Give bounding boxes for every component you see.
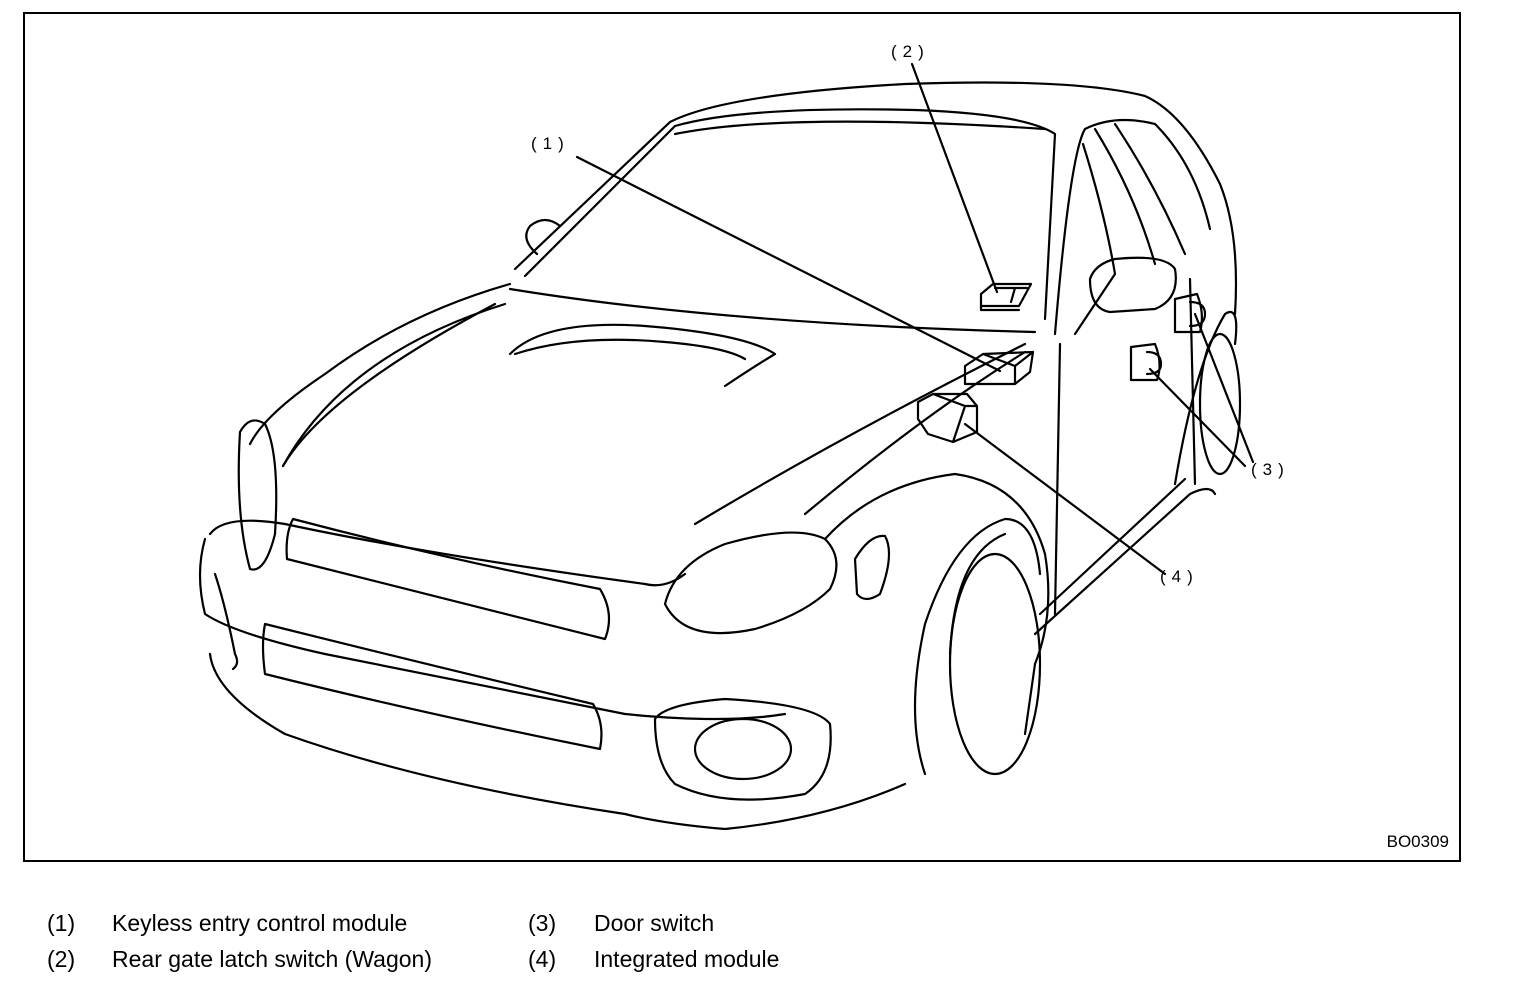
windshield-inner (673, 120, 1047, 136)
rocker-panel (1033, 487, 1217, 636)
legend-num-3: (3) (528, 910, 557, 936)
front-wheel (948, 552, 1042, 776)
fog-light-lens (693, 717, 793, 781)
door-switch-upper-shape (1173, 292, 1207, 334)
roof-outline (513, 81, 1238, 316)
legend-text-1: Keyless entry control module (112, 910, 408, 936)
lower-grille (261, 622, 603, 751)
leader-line-2 (910, 62, 999, 294)
right-mirror (1088, 256, 1177, 314)
rear-wheel (1198, 332, 1242, 476)
legend-num-2: (2) (47, 946, 76, 972)
hood-edge (281, 302, 507, 468)
legend-text-3: Door switch (594, 910, 715, 936)
callout-2: (2) (891, 42, 930, 61)
hood-crease-right (693, 342, 1027, 526)
rocker-panel-2 (1038, 477, 1187, 616)
front-wheel-arch (913, 517, 1042, 776)
bumper-bottom (208, 652, 907, 831)
right-headlight (663, 531, 838, 635)
car-line-drawing (198, 62, 1255, 831)
door-window-line1 (1093, 127, 1157, 266)
leader-line-4 (963, 422, 1167, 576)
hood-outline (248, 282, 512, 446)
upper-grille (285, 517, 611, 641)
callout-1: (1) (531, 134, 570, 153)
bumper-top (208, 519, 687, 587)
door-window (1073, 142, 1117, 336)
diagram-frame: (1) (2) (3) (4) BO0309 (23, 12, 1461, 862)
door-line (1053, 342, 1062, 616)
fog-light-housing (653, 697, 832, 801)
bumper-left-vent (213, 572, 239, 671)
hood-crease-right2 (803, 350, 1027, 516)
leader-line-3a (1193, 312, 1255, 464)
front-fender (823, 472, 1050, 736)
rear-gate-latch-switch-shape (979, 282, 1033, 312)
windshield (523, 108, 1057, 321)
callout-4: (4) (1160, 567, 1199, 586)
legend-text-4: Integrated module (594, 946, 780, 972)
hood-front (508, 287, 1037, 334)
hood-crease-left (281, 302, 497, 468)
hood-scoop (508, 323, 777, 388)
left-headlight (237, 419, 278, 571)
leader-line-3b (1148, 367, 1247, 468)
legend-text-2: Rear gate latch switch (Wagon) (112, 946, 433, 972)
door-line-b (1188, 277, 1197, 486)
rear-fender (1173, 311, 1238, 486)
left-mirror (525, 218, 562, 256)
hood-scoop-inner (513, 338, 747, 361)
legend-num-1: (1) (47, 910, 76, 936)
side-marker (853, 534, 891, 601)
door-window-line2 (1113, 122, 1187, 256)
keyless-entry-module-shape (963, 350, 1035, 386)
leader-line-1 (575, 155, 1002, 373)
legend-num-4: (4) (528, 946, 557, 972)
front-wheel-outer (948, 532, 1007, 656)
callout-3: (3) (1251, 460, 1290, 479)
bumper-lower (198, 537, 787, 721)
a-pillar (1053, 118, 1212, 336)
figure-id: BO0309 (1386, 832, 1449, 851)
